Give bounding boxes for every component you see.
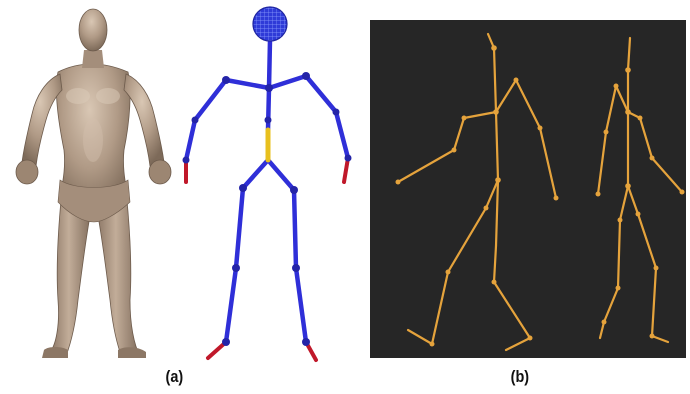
mesh-head	[79, 9, 107, 51]
mesh-left-foot	[42, 347, 68, 358]
mesh-right-foot	[118, 347, 146, 358]
mesh-right-fist	[149, 160, 171, 184]
caption-panel-a: (a)	[166, 367, 184, 387]
mesh-abs-highlight	[83, 118, 103, 162]
mesh-chest-highlight	[66, 88, 90, 104]
mesh-chest-highlight	[96, 88, 120, 104]
mesh-neck	[82, 50, 104, 68]
human-body-mesh	[16, 9, 171, 358]
skeleton-head	[253, 7, 287, 41]
mesh-right-arm	[124, 74, 164, 166]
skeleton-extremities	[186, 158, 348, 360]
stick-skeleton	[183, 7, 352, 360]
motion-panel-background	[370, 20, 686, 358]
caption-panel-b: (b)	[511, 367, 529, 387]
mesh-left-arm	[22, 74, 62, 166]
mesh-left-fist	[16, 160, 38, 184]
